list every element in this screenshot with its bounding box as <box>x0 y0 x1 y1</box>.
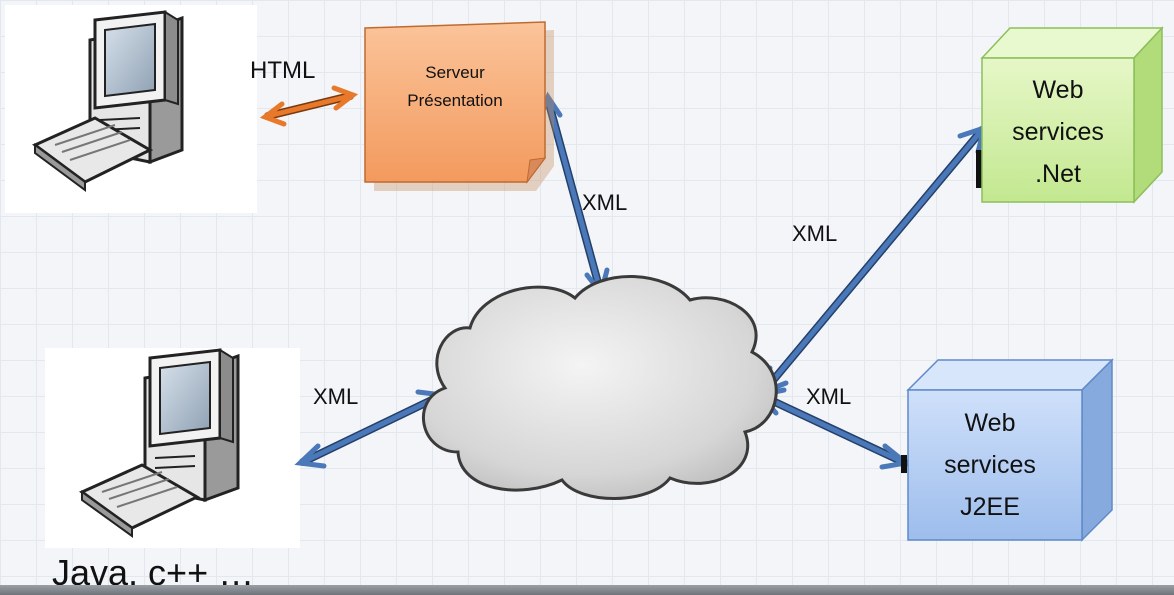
xml-label-client: XML <box>313 384 358 409</box>
slide-bottom-bar <box>0 585 1174 595</box>
serveur-presentation-box: Serveur Présentation <box>364 21 554 191</box>
client-computer-bottom-icon <box>45 348 300 548</box>
serveur-label-line1: Serveur <box>425 63 485 82</box>
serveur-label-line2: Présentation <box>407 91 502 110</box>
j2ee-label-line2: services <box>944 451 1036 479</box>
net-label-line2: services <box>1012 118 1104 146</box>
client-computer-top-icon <box>5 5 257 213</box>
xml-label-j2ee: XML <box>806 384 851 409</box>
net-label-line3: .Net <box>1035 160 1081 188</box>
network-cloud-icon <box>421 275 778 500</box>
j2ee-label-line1: Web <box>965 409 1016 437</box>
j2ee-label-line3: J2EE <box>960 493 1020 521</box>
xml-label-server-cloud: XML <box>582 190 627 215</box>
html-arrow <box>259 85 359 127</box>
net-label-line1: Web <box>1033 76 1084 104</box>
xml-arrow-cloud-net <box>759 124 988 397</box>
web-services-j2ee-box: Web services J2EE <box>906 358 1114 542</box>
html-label: HTML <box>250 57 315 84</box>
web-services-net-box: Web services .Net <box>980 26 1164 204</box>
xml-label-net: XML <box>792 221 837 246</box>
